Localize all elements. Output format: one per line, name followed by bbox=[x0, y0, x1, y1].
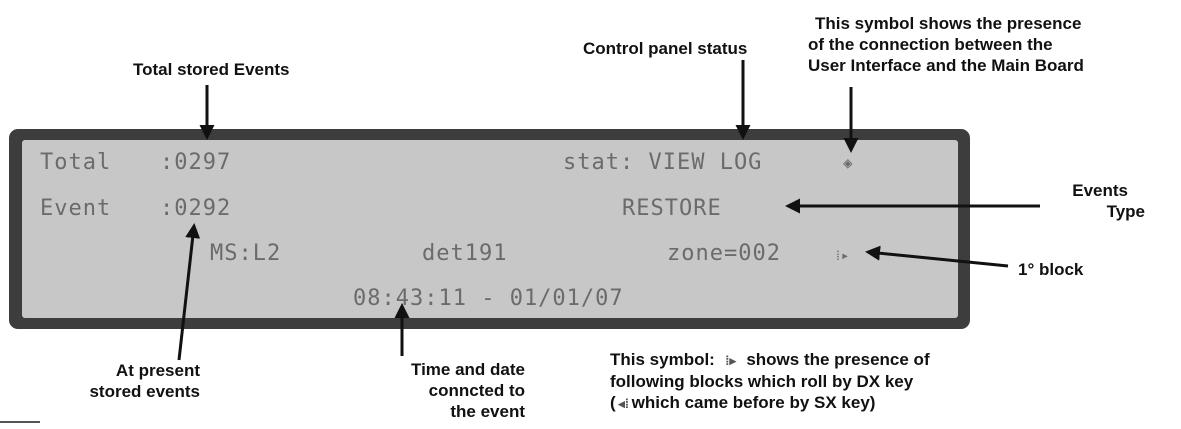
label-total-stored-events: Total stored Events bbox=[133, 60, 290, 79]
corner-tick bbox=[0, 421, 40, 423]
lcd-screen bbox=[22, 140, 958, 318]
note-line1-a: This symbol: bbox=[610, 350, 715, 369]
label-connection-line3: User Interface and the Main Board bbox=[808, 56, 1084, 75]
lcd-detector: det191 bbox=[422, 241, 508, 266]
lcd-zone: zone=002 bbox=[667, 241, 781, 266]
label-connection-line1: This symbol shows the presence bbox=[815, 14, 1082, 33]
label-block-symbol-note: This symbol: ⁞▸ shows the presence of fo… bbox=[610, 349, 930, 414]
note-line3-a: ( bbox=[610, 393, 616, 412]
label-time-line2: conncted to bbox=[428, 381, 525, 400]
label-connection-symbol: This symbol shows the presence of the co… bbox=[808, 13, 1084, 76]
lcd-event-label: Event bbox=[40, 196, 112, 221]
arrow-at-present bbox=[177, 223, 201, 361]
label-connection-line2: of the connection between the bbox=[808, 35, 1053, 54]
label-first-block: 1° block bbox=[1018, 260, 1084, 279]
connection-symbol: ◈ bbox=[843, 153, 854, 172]
label-events-type-line1: Events bbox=[1072, 181, 1128, 200]
block-symbol: ⁞▸ bbox=[836, 248, 851, 264]
label-time-line1: Time and date bbox=[411, 360, 525, 379]
note-next-block-symbol: ⁞▸ bbox=[725, 353, 737, 368]
note-line3: (◂⁞which came before by SX key) bbox=[610, 392, 930, 414]
label-events-type-line2: Type bbox=[1106, 202, 1145, 221]
note-line2: following blocks which roll by DX key bbox=[610, 372, 914, 391]
note-line3-b: which came before by SX key) bbox=[631, 393, 876, 412]
label-at-present-line1: At present bbox=[115, 361, 200, 380]
label-at-present-stored: At present stored events bbox=[13, 360, 200, 402]
label-at-present-line2: stored events bbox=[89, 382, 200, 401]
lcd-event-value: :0292 bbox=[160, 196, 232, 221]
lcd-event-type: RESTORE bbox=[622, 196, 722, 221]
label-events-type: Events Type bbox=[1055, 180, 1145, 222]
arrow-first-block bbox=[865, 245, 1009, 268]
note-line1: This symbol: ⁞▸ shows the presence of bbox=[610, 349, 930, 371]
lcd-status: stat: VIEW LOG bbox=[563, 150, 763, 175]
note-prev-block-symbol: ◂⁞ bbox=[618, 396, 630, 411]
label-time-and-date: Time and date conncted to the event bbox=[352, 359, 525, 422]
lcd-total-value: :0297 bbox=[160, 150, 232, 175]
label-time-line3: the event bbox=[450, 402, 525, 421]
note-line1-b: shows the presence of bbox=[746, 350, 930, 369]
lcd-ms: MS:L2 bbox=[210, 241, 282, 266]
lcd-total-label: Total bbox=[40, 150, 112, 175]
label-control-panel-status: Control panel status bbox=[583, 39, 748, 58]
